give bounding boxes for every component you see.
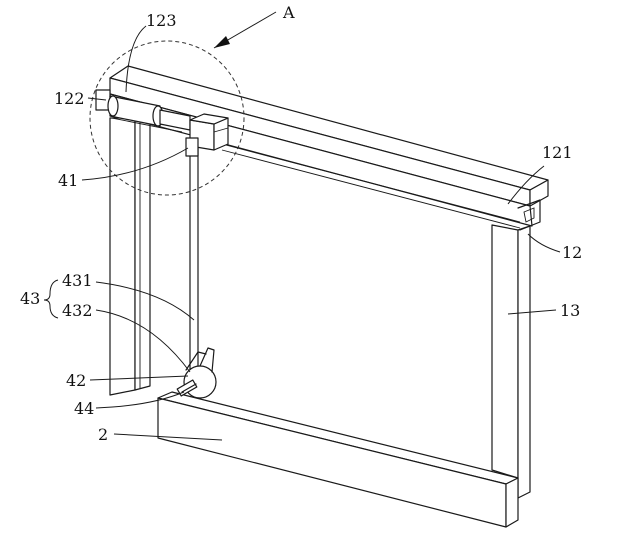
pulley-mechanism — [176, 347, 217, 399]
right-post — [491, 224, 531, 499]
label-2: 2 — [98, 425, 108, 444]
label-122: 122 — [54, 89, 85, 108]
guide-rod — [189, 147, 199, 373]
slider-block — [185, 113, 229, 157]
label-13: 13 — [560, 301, 580, 320]
label-12: 12 — [562, 243, 582, 262]
label-42: 42 — [66, 371, 86, 390]
label-44: 44 — [74, 399, 94, 418]
base-beam — [157, 391, 519, 528]
label-A: A — [282, 3, 295, 22]
leader-lines — [43, 11, 561, 441]
label-43: 43 — [20, 289, 40, 308]
label-431: 431 — [62, 271, 93, 290]
top-rail — [109, 65, 549, 231]
label-41: 41 — [58, 171, 78, 190]
label-121: 121 — [542, 143, 573, 162]
label-123: 123 — [146, 11, 177, 30]
left-post — [109, 113, 151, 396]
label-432: 432 — [62, 301, 93, 320]
detail-circle — [89, 40, 245, 196]
